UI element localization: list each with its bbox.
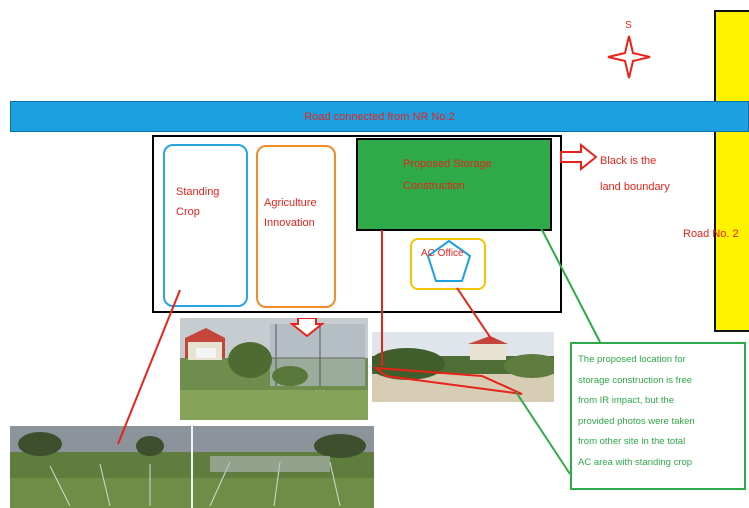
agriculture-innovation-label: Agriculture Innovation [264,193,317,233]
right-arrow-icon [560,143,598,171]
proposed-storage-label: Proposed Storage Construction [403,153,492,197]
ac-office-label: AC Office [421,248,464,259]
agriculture-innovation-label-line1: Agriculture [264,197,317,209]
standing-crop-area [163,144,248,307]
boundary-note-line1: Black is the [600,155,657,167]
note-line-3: from IR impact, but the [578,395,675,406]
note-line-2: storage construction is free [578,374,693,386]
land-boundary [152,135,562,313]
proposed-storage-label-line2: Construction [403,180,465,192]
boundary-note-line2: land boundary [600,181,670,193]
compass-star-icon [607,35,651,79]
standing-crop-photo [10,426,374,508]
agriculture-innovation-area [256,145,336,308]
road-from-nr2: Road connected from NR No.2 [10,101,749,132]
agriculture-innovation-label-line2: Innovation [264,217,315,229]
compass-label: S [625,20,632,31]
compass: S [606,20,652,82]
note-box: The proposed location for storage constr… [570,342,746,490]
proposed-storage-label-line1: Proposed Storage [403,158,492,170]
note-line-5: from other site in the total [578,436,686,447]
road-from-nr2-label: Road connected from NR No.2 [304,110,455,123]
note-line-4: provided photos were taken [578,415,695,427]
storage-site-photo [372,332,554,402]
standing-crop-label: Standing Crop [176,182,219,222]
agriculture-innovation-photo [180,318,368,420]
standing-crop-label-line1: Standing [176,186,220,198]
road-no-2-label: Road No. 2 [683,228,739,240]
crop-connector-line [117,289,181,445]
ac-office-area [410,238,486,290]
standing-crop-label-line2: Crop [176,206,200,218]
road-no-2 [714,10,749,332]
note-line-6: AC area with standing crop [578,456,693,468]
note-line-1: The proposed location for [578,354,686,365]
note-connector-line-lower [515,391,571,475]
boundary-note: Black is the land boundary [600,148,670,200]
proposed-storage-area [356,138,552,231]
pentagon-icon [426,239,472,282]
